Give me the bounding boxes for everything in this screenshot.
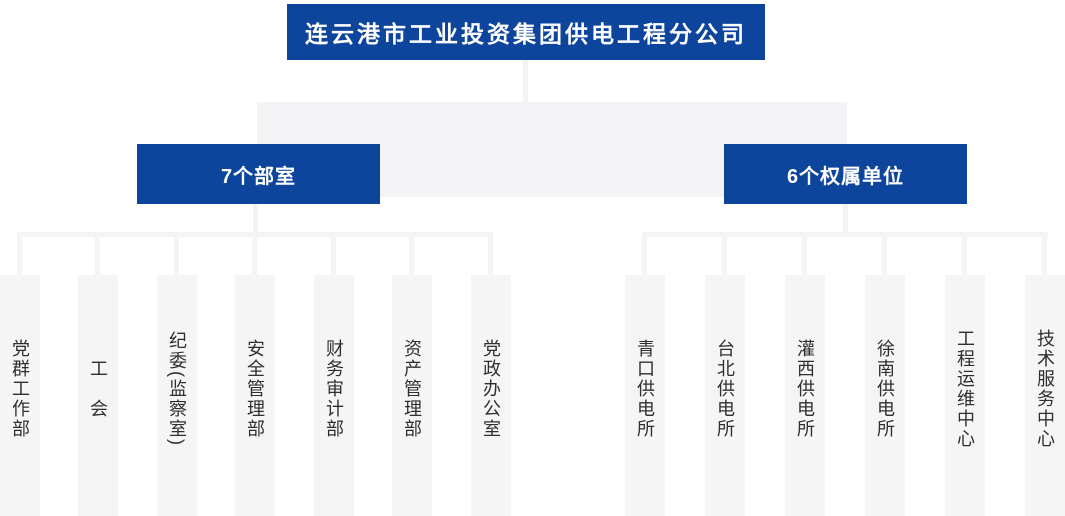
unit-column: 灌西供电所 <box>785 275 825 516</box>
connector-stub <box>962 237 967 275</box>
connector-stub <box>642 237 647 275</box>
unit-label: 灌西供电所 <box>795 338 815 439</box>
connector-root-trunk-line <box>523 60 528 103</box>
unit-column: 徐南供电所 <box>865 275 905 516</box>
department-column: 党政办公室 <box>471 275 511 516</box>
connector-stub <box>722 237 727 275</box>
department-label: 党政办公室 <box>481 338 501 439</box>
unit-column: 台北供电所 <box>705 275 745 516</box>
group-box-units: 6个权属单位 <box>724 144 967 204</box>
unit-column: 青口供电所 <box>625 275 665 516</box>
unit-column: 技术服务中心 <box>1025 275 1065 516</box>
department-column: 财务审计部 <box>314 275 354 516</box>
connector-drop-units <box>843 204 848 237</box>
unit-label: 技术服务中心 <box>1035 328 1055 449</box>
group-label-departments: 7个部室 <box>220 165 297 188</box>
unit-label: 台北供电所 <box>715 338 735 439</box>
department-label: 安全管理部 <box>245 338 265 439</box>
connector-stub <box>802 237 807 275</box>
connector-rail-departments <box>17 232 493 237</box>
department-label: 财务审计部 <box>324 338 344 439</box>
connector-stub <box>409 237 414 275</box>
connector-stub <box>488 237 493 275</box>
connector-stub <box>17 237 22 275</box>
unit-column: 工程运维中心 <box>945 275 985 516</box>
connector-stub <box>95 237 100 275</box>
department-column: 纪委(监察室) <box>157 275 197 516</box>
group-box-departments: 7个部室 <box>137 144 380 204</box>
group-label-units: 6个权属单位 <box>786 165 905 188</box>
department-label: 纪委(监察室) <box>167 330 187 447</box>
connector-stub <box>252 237 257 275</box>
connector-stub <box>882 237 887 275</box>
org-root-title: 连云港市工业投资集团供电工程分公司 <box>305 21 747 47</box>
org-root-box: 连云港市工业投资集团供电工程分公司 <box>287 4 765 60</box>
unit-label: 青口供电所 <box>635 338 655 439</box>
connector-stub <box>331 237 336 275</box>
department-column: 资产管理部 <box>392 275 432 516</box>
connector-stub <box>1042 237 1047 275</box>
department-label: 资产管理部 <box>402 338 422 439</box>
department-column: 安全管理部 <box>235 275 275 516</box>
unit-label: 徐南供电所 <box>875 338 895 439</box>
department-column: 党群工作部 <box>0 275 40 516</box>
department-label: 工 会 <box>88 358 108 419</box>
connector-drop-departments <box>253 204 258 237</box>
unit-label: 工程运维中心 <box>955 328 975 449</box>
connector-stub <box>174 237 179 275</box>
connector-rail-units <box>642 232 1048 237</box>
department-label: 党群工作部 <box>10 338 30 439</box>
department-column: 工 会 <box>78 275 118 516</box>
